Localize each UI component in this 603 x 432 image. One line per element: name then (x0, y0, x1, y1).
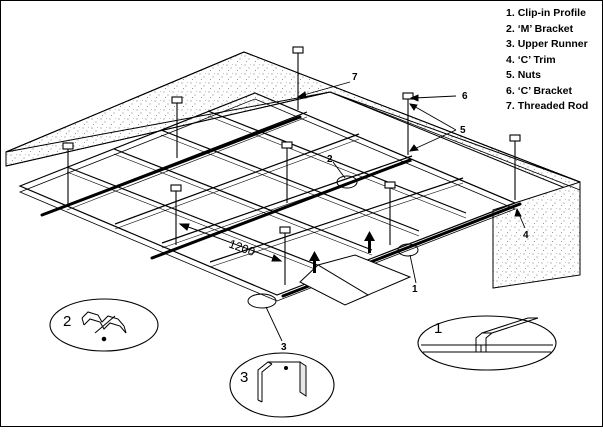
rod-5 (281, 141, 293, 203)
lift-arrows (309, 231, 375, 273)
legend-item-1: 1. Clip-in Profile (506, 7, 586, 19)
callout-3: 3 (281, 342, 287, 353)
ceiling-tile (299, 254, 412, 306)
legend-item-2: 2. ‘M’ Bracket (506, 22, 574, 35)
rod-9 (279, 226, 291, 285)
rod-1 (292, 46, 304, 110)
detail-1-number: 1 (434, 320, 442, 337)
rod-3 (402, 92, 414, 155)
callout-5: 5 (460, 125, 466, 136)
rod-6 (509, 134, 521, 200)
legend-item-3: 3. Upper Runner (506, 38, 588, 50)
leader-lines (265, 81, 526, 342)
highlight-circles (247, 175, 419, 309)
threaded-rods (62, 46, 521, 285)
detail-3-number: 3 (240, 369, 248, 386)
callout-7: 7 (352, 72, 358, 83)
concrete-slab (5, 51, 581, 289)
detail-2-number: 2 (63, 313, 71, 330)
rod-4 (62, 142, 74, 205)
detail-clip-in-profile: 1 (417, 315, 557, 371)
legend: 1. Clip-in Profile 2. ‘M’ Bracket 3. Upp… (506, 6, 588, 115)
callout-6: 6 (462, 91, 468, 102)
rod-8 (384, 181, 396, 245)
legend-item-4: 4. ‘C’ Trim (506, 53, 556, 66)
callouts: 7 6 5 2 4 1 3 (281, 72, 529, 353)
detail-m-bracket: 2 (49, 298, 159, 352)
callout-1: 1 (412, 284, 418, 295)
dimension-1200 (178, 223, 283, 262)
callout-2: 2 (327, 154, 333, 165)
callout-4: 4 (523, 230, 529, 241)
rod-7 (170, 184, 182, 245)
legend-item-7: 7. Threaded Rod (506, 100, 589, 112)
rod-2 (171, 96, 183, 158)
legend-item-5: 5. Nuts (506, 69, 542, 81)
legend-item-6: 6. ‘C’ Bracket (506, 84, 572, 97)
detail-upper-runner: 3 (229, 352, 335, 418)
